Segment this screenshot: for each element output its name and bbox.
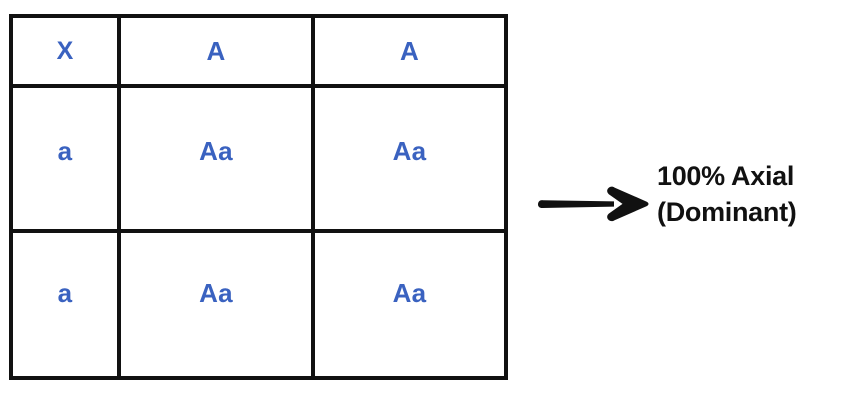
column-header-label: A — [206, 36, 226, 66]
genotype-label: Aa — [199, 135, 233, 166]
punnett-row-header-2: a — [13, 233, 121, 376]
column-header-label: A — [400, 36, 419, 66]
row-header-label: a — [57, 277, 73, 308]
punnett-column-header-2: A — [315, 18, 504, 88]
result-caption: 100% Axial (Dominant) — [657, 158, 857, 230]
punnett-square-grid: X A A a Aa Aa a Aa Aa — [9, 14, 508, 380]
result-line-2: (Dominant) — [657, 197, 797, 227]
punnett-column-header-1: A — [121, 18, 315, 88]
punnett-cell-corner: X — [13, 18, 121, 88]
genotype-label: Aa — [392, 135, 427, 166]
punnett-row-header-1: a — [13, 88, 121, 233]
genotype-label: Aa — [392, 277, 427, 308]
punnett-cell-r2c1: Aa — [121, 233, 315, 376]
right-arrow-icon — [538, 186, 649, 222]
punnett-cell-r1c1: Aa — [121, 88, 315, 233]
punnett-cell-r1c2: Aa — [315, 88, 504, 233]
row-header-label: a — [57, 135, 73, 166]
punnett-cell-r2c2: Aa — [315, 233, 504, 376]
genotype-label: Aa — [199, 277, 233, 308]
result-line-1: 100% Axial — [657, 161, 795, 191]
corner-label: X — [56, 36, 74, 65]
